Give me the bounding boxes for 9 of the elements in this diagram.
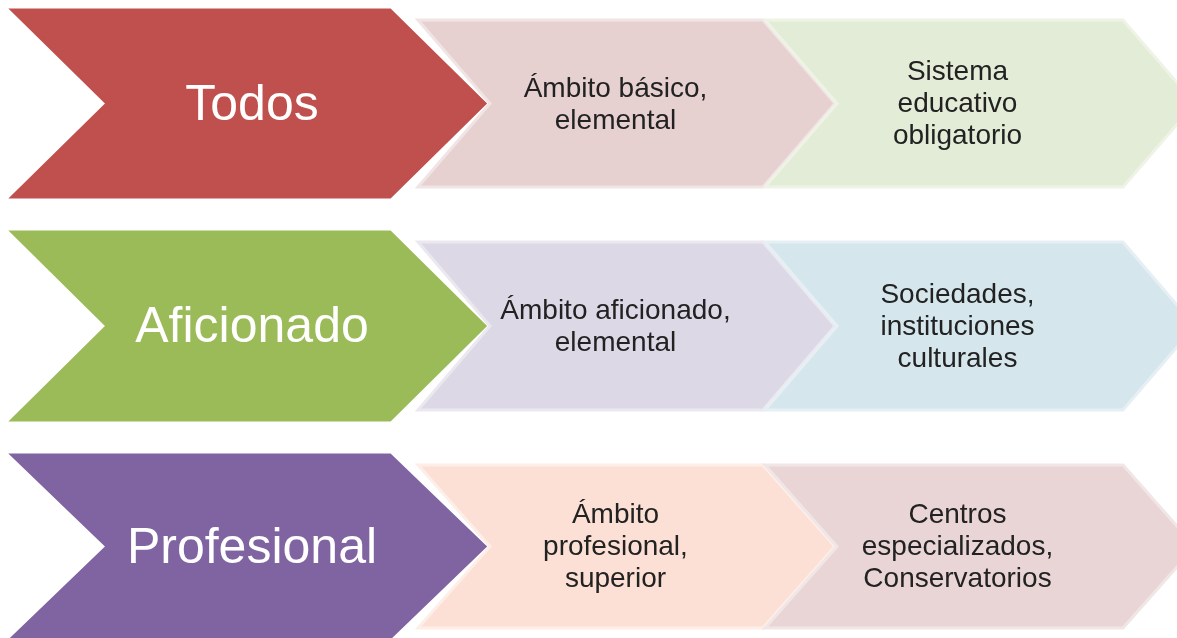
chevron-label: Sistema educativo obligatorio bbox=[891, 55, 1024, 152]
chevron-label: Ámbito aficionado, elemental bbox=[499, 294, 732, 359]
chevron-label: Sociedades, instituciones culturales bbox=[879, 277, 1036, 375]
chevron-label: Profesional bbox=[125, 517, 379, 575]
chevron-label: Ámbito básico, elemental bbox=[522, 71, 709, 136]
chevron-label: Centros especializados, Conservatorios bbox=[860, 498, 1055, 595]
chevron-label: Aficionado bbox=[134, 297, 370, 355]
chevron-label: Ámbito profesional, superior bbox=[542, 498, 689, 595]
chevron-label: Todos bbox=[184, 74, 320, 132]
